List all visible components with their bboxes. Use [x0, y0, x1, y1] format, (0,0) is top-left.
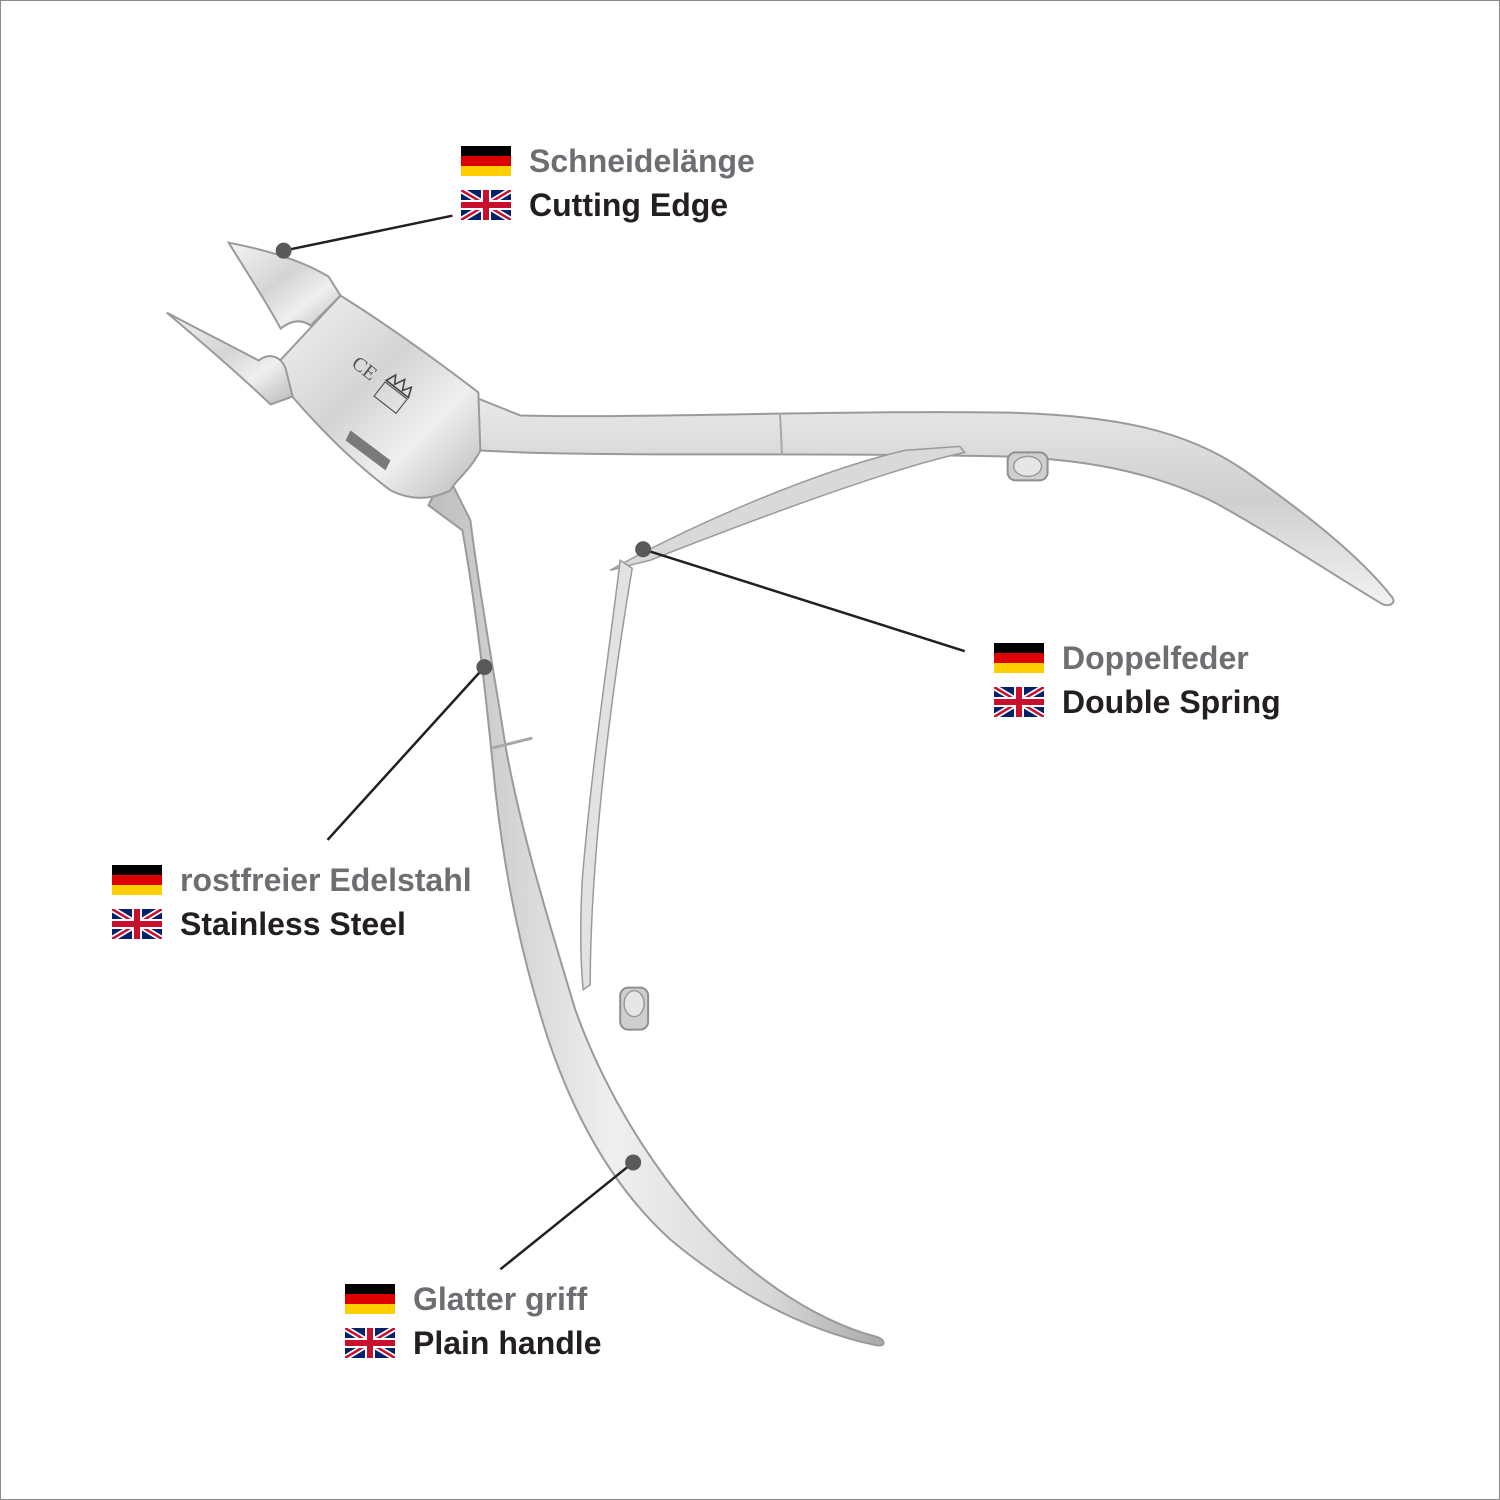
callout-double-spring-de: Doppelfeder: [1062, 639, 1249, 676]
callout-double-spring-en: Double Spring: [1062, 683, 1281, 720]
germany-flag-icon: [345, 1284, 395, 1314]
callout-cutting-edge-de: Schneidelänge: [529, 142, 755, 179]
spring-upper-leaf: [609, 445, 967, 571]
callout-stainless-steel: rostfreier Edelstahl Stainless Steel: [112, 858, 472, 946]
marker-dot-double-spring: [635, 541, 652, 558]
spring-screw-lower: [619, 986, 650, 1031]
callout-plain-handle: Glatter griff Plain handle: [345, 1277, 601, 1365]
callout-plain-handle-en: Plain handle: [413, 1324, 602, 1361]
callout-stainless-steel-en: Stainless Steel: [180, 905, 406, 942]
leader-lines: [283, 214, 966, 1271]
germany-flag-icon: [112, 865, 162, 895]
uk-flag-icon: [994, 687, 1044, 717]
callout-stainless-steel-de: rostfreier Edelstahl: [180, 861, 472, 898]
uk-flag-icon: [345, 1328, 395, 1358]
marker-dot-plain-handle: [625, 1154, 642, 1171]
upper-handle: [469, 393, 1395, 607]
marker-dot-cutting-edge: [275, 242, 292, 259]
spring-screw-upper: [1006, 451, 1049, 482]
spring-lower-leaf: [580, 558, 633, 992]
callout-cutting-edge-en: Cutting Edge: [529, 186, 729, 223]
crown-logo-icon: [373, 373, 413, 415]
uk-flag-icon: [112, 909, 162, 939]
callout-double-spring: Doppelfeder Double Spring: [994, 636, 1281, 724]
callout-cutting-edge: Schneidelänge Cutting Edge: [461, 139, 755, 227]
germany-flag-icon: [461, 146, 511, 176]
marker-dot-stainless-steel: [476, 659, 493, 676]
uk-flag-icon: [461, 190, 511, 220]
germany-flag-icon: [994, 643, 1044, 673]
lower-handle: [427, 468, 885, 1347]
callout-plain-handle-de: Glatter griff: [413, 1280, 588, 1317]
lower-jaw: [166, 311, 294, 406]
